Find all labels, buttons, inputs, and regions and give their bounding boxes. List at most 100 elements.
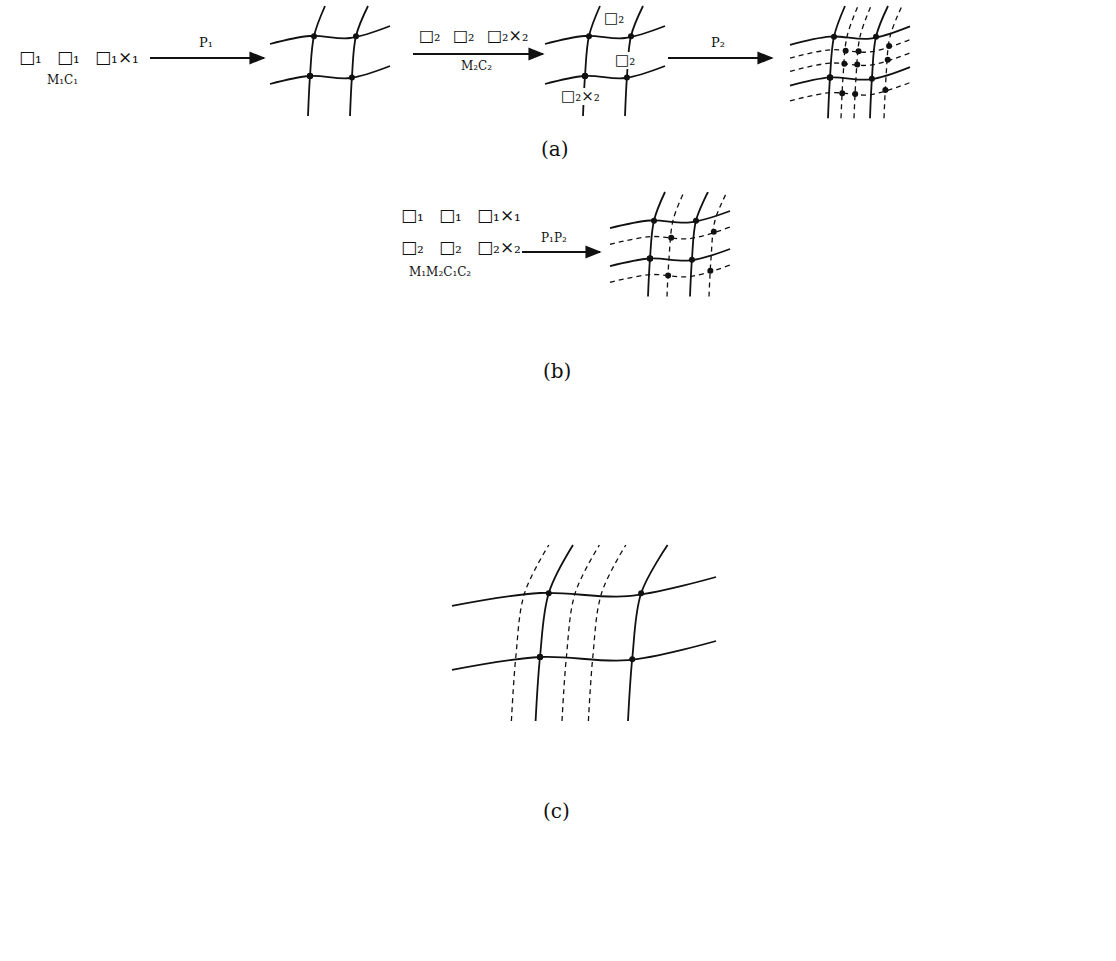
- crosslink-point: [827, 74, 833, 80]
- panel-label: (b): [542, 360, 572, 382]
- polymer-network: [610, 192, 730, 297]
- monomer-symbol: □₂: [603, 10, 625, 27]
- crosslink-point: [839, 90, 845, 96]
- crosslink-point: [665, 273, 671, 279]
- process-label: P₂: [710, 36, 726, 50]
- first-network-chain: [270, 26, 390, 44]
- crosslink-point: [882, 87, 888, 93]
- crosslink-point: [651, 218, 657, 224]
- crosslink-point: [869, 76, 875, 82]
- first-network-chain: [610, 211, 730, 228]
- first-network-chain: [545, 26, 665, 44]
- second-network-chain: [790, 40, 910, 58]
- monomer-symbol: □₁: [400, 206, 425, 225]
- crosslinker-symbol: □₂×₂: [486, 27, 529, 45]
- crosslink-point: [307, 73, 313, 79]
- second-network-chain: [667, 192, 684, 297]
- crosslink-point: [629, 656, 635, 662]
- crosslink-point: [886, 43, 892, 49]
- second-network-chain: [511, 545, 548, 721]
- first-network-chain: [610, 249, 730, 266]
- polymer-network: [270, 6, 390, 116]
- reagent-label: M₂C₂: [460, 60, 493, 73]
- crosslink-point: [582, 73, 588, 79]
- polymer-network: [545, 6, 665, 116]
- crosslinker-symbol: □₂×₂: [560, 88, 601, 105]
- crosslink-point: [843, 48, 849, 54]
- crosslink-point: [537, 654, 543, 660]
- first-network-chain: [350, 6, 368, 116]
- reaction-arrow: [150, 57, 264, 59]
- reagent-label: M₁M₂C₁C₂: [408, 266, 472, 279]
- crosslink-point: [854, 62, 860, 68]
- crosslink-point: [827, 74, 833, 80]
- crosslink-point: [537, 654, 543, 660]
- reaction-arrows: [150, 54, 772, 252]
- crosslink-point: [827, 74, 833, 80]
- first-network-chain: [452, 641, 716, 670]
- monomer-symbol: □₂: [400, 238, 425, 257]
- first-network-chain: [790, 26, 910, 44]
- monomer-symbol: □₂: [614, 52, 636, 69]
- crosslink-point: [647, 256, 653, 262]
- second-network-chain: [562, 545, 599, 721]
- first-network-chain: [790, 67, 910, 85]
- second-network-chain: [884, 6, 902, 118]
- crosslink-point: [831, 34, 837, 40]
- crosslink-point: [537, 654, 543, 660]
- crosslink-point: [668, 235, 674, 241]
- crosslink-point: [852, 91, 858, 97]
- crosslink-point: [582, 73, 588, 79]
- crosslink-point: [647, 256, 653, 262]
- process-label: P₁P₂: [540, 232, 568, 245]
- panel-label: (c): [542, 800, 571, 822]
- reaction-arrow: [413, 53, 543, 55]
- crosslink-point: [647, 256, 653, 262]
- crosslink-point: [349, 74, 355, 80]
- reaction-arrow: [515, 251, 600, 253]
- crosslink-point: [841, 61, 847, 67]
- process-label: P₁: [198, 36, 214, 50]
- crosslink-point: [827, 74, 833, 80]
- crosslink-point: [307, 73, 313, 79]
- first-network-chain: [308, 6, 325, 116]
- crosslink-point: [546, 590, 552, 596]
- crosslink-point: [885, 57, 891, 63]
- panel-label: (a): [540, 138, 570, 160]
- first-network-chain: [690, 192, 708, 297]
- crosslink-point: [624, 74, 630, 80]
- first-network-chain: [452, 577, 716, 606]
- first-network-chain: [648, 192, 665, 297]
- crosslink-point: [628, 33, 634, 39]
- polymer-network: [790, 6, 910, 118]
- second-network-chain: [790, 83, 910, 101]
- reagent-label: M₁C₁: [46, 74, 79, 87]
- monomer-symbol: □₁: [438, 206, 463, 225]
- monomer-symbol: □₂: [452, 27, 476, 45]
- crosslink-point: [582, 73, 588, 79]
- second-network-chain: [841, 6, 858, 118]
- polymer-networks: [270, 6, 910, 721]
- crosslink-point: [586, 33, 592, 39]
- second-network-chain: [610, 265, 730, 282]
- crosslinker-symbol: □₁×₁: [94, 48, 140, 67]
- first-network-chain: [545, 66, 665, 84]
- first-network-chain: [536, 545, 573, 721]
- monomer-symbol: □₂: [418, 27, 442, 45]
- crosslink-point: [873, 34, 879, 40]
- crosslink-point: [689, 257, 695, 263]
- crosslinker-symbol: □₁×₁: [476, 206, 522, 225]
- polymer-network: [452, 545, 716, 721]
- crosslink-point: [311, 33, 317, 39]
- crosslinker-symbol: □₂×₂: [476, 238, 522, 257]
- crosslink-point: [582, 73, 588, 79]
- crosslink-point: [353, 33, 359, 39]
- monomer-symbol: □₁: [18, 48, 43, 67]
- crosslink-point: [307, 73, 313, 79]
- first-network-chain: [270, 66, 390, 84]
- crosslink-point: [537, 654, 543, 660]
- crosslink-point: [693, 218, 699, 224]
- crosslink-point: [711, 229, 717, 235]
- reaction-arrow: [668, 57, 772, 59]
